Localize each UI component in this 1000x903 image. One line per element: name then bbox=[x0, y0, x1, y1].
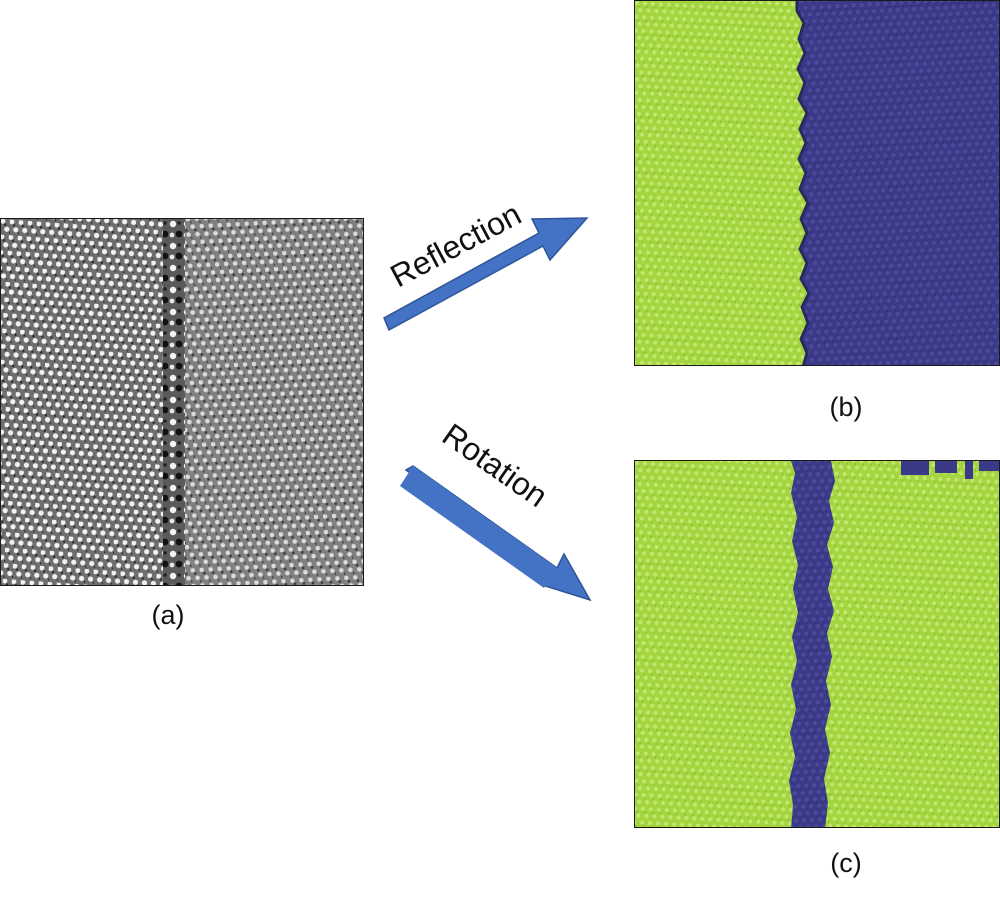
rotation-segmentation-map bbox=[635, 461, 999, 827]
reflection-result-panel bbox=[634, 0, 1000, 366]
rotation-result-panel bbox=[634, 460, 1000, 828]
transform-arrows: Reflection Rotation bbox=[383, 196, 592, 602]
caption-b: (b) bbox=[829, 392, 863, 422]
stem-image bbox=[1, 219, 363, 585]
reflection-segmentation-map bbox=[635, 1, 999, 365]
caption-c: (c) bbox=[830, 848, 862, 878]
rotation-arrow bbox=[400, 465, 592, 602]
reflection-arrow bbox=[383, 217, 589, 332]
stem-image-panel bbox=[0, 218, 364, 586]
caption-a: (a) bbox=[151, 600, 185, 630]
